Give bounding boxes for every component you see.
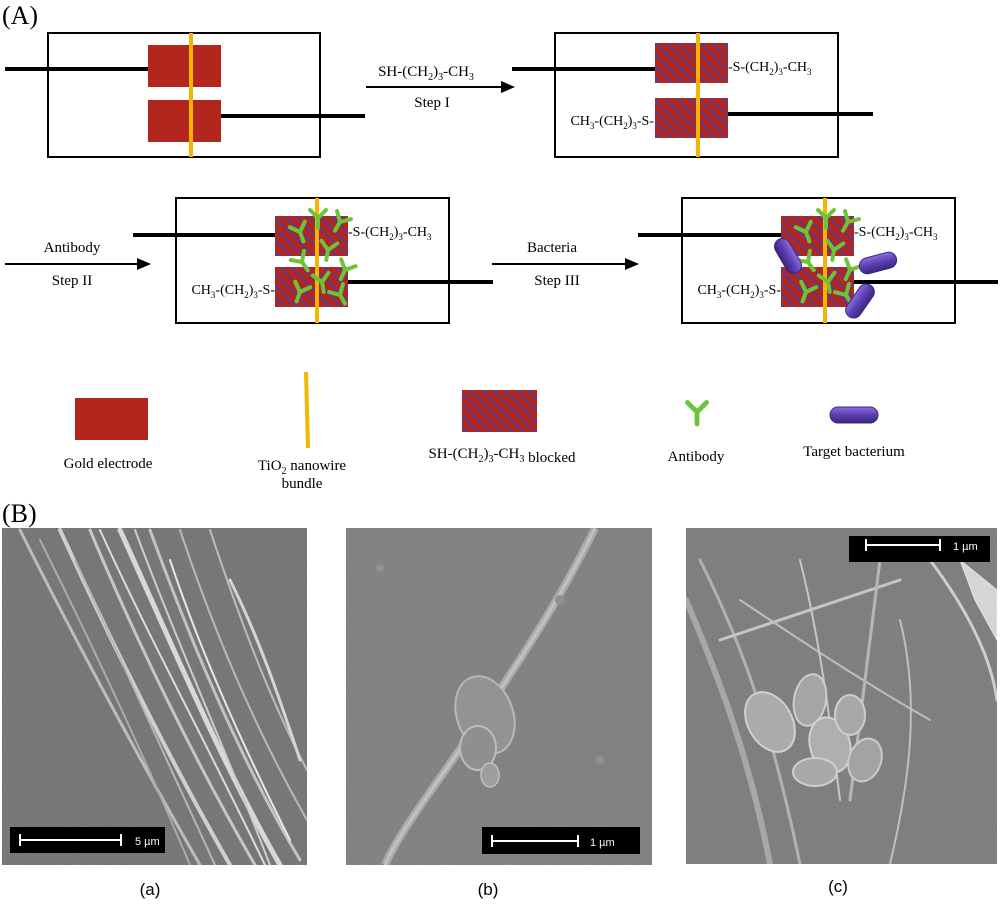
legend-blocked-label: SH-(CH2)3-CH3 blocked	[428, 446, 576, 466]
step-3-name: Step III	[534, 273, 579, 289]
stage-2-device: -S-(CH2)3-CH3 CH3-(CH2)3-S-	[512, 32, 873, 158]
legend-nanowire-label-line1: TiO2 nanowire	[258, 458, 347, 477]
step-3-reagent: Bacteria	[527, 240, 577, 256]
legend: Gold electrode TiO2 nanowire bundle SH-(…	[64, 371, 905, 492]
legend-antibody-swatch	[687, 402, 706, 424]
caption-c: (c)	[828, 877, 848, 896]
sem-image-a: 5 µm	[2, 528, 307, 865]
blocked-electrode-bottom	[655, 98, 728, 138]
step-1-reagent-label: SH-(CH2)3-CH3	[378, 64, 474, 83]
legend-antibody-label: Antibody	[668, 449, 725, 465]
stage-3-device: -S-(CH2)3-CH3 CH3-(CH2)3-S-	[133, 197, 493, 324]
blocked-electrode-top	[275, 216, 348, 256]
legend-blocked-swatch	[462, 390, 537, 432]
legend-nanowire-swatch	[304, 371, 310, 449]
legend-gold-electrode-label: Gold electrode	[64, 456, 153, 472]
sem-image-c: 1 µm	[686, 528, 997, 864]
blocked-electrode-top	[655, 43, 728, 83]
scale-bar-c-label: 1 µm	[953, 541, 978, 553]
caption-b: (b)	[478, 880, 499, 899]
step-2-arrow: Antibody Step II	[5, 240, 151, 289]
legend-bacterium-swatch	[829, 406, 879, 424]
step-2-name: Step II	[52, 273, 92, 289]
step-3-arrow: Bacteria Step III	[492, 240, 639, 289]
scale-bar-a-label: 5 µm	[135, 836, 160, 848]
panel-a-label: (A)	[2, 1, 38, 30]
stage-1-device	[5, 32, 365, 158]
scale-bar-b-label: 1 µm	[590, 837, 615, 849]
thiol-label-left: CH3-(CH2)3-S-	[570, 114, 654, 131]
step-1-name: Step I	[414, 95, 449, 111]
device-frame	[47, 32, 321, 158]
panel-b-label: (B)	[2, 499, 37, 528]
gold-electrode-top	[148, 45, 221, 87]
sem-image-b: 1 µm	[346, 528, 652, 865]
device-frame	[175, 197, 450, 324]
legend-gold-electrode-swatch	[75, 398, 148, 440]
thiol-label-right: -S-(CH2)3-CH3	[728, 60, 812, 77]
thiol-label-right: -S-(CH2)3-CH3	[854, 225, 938, 242]
legend-bacterium-label: Target bacterium	[803, 444, 905, 460]
thiol-label-right: -S-(CH2)3-CH3	[348, 225, 432, 242]
thiol-label-left: CH3-(CH2)3-S-	[697, 283, 781, 300]
legend-nanowire-label-line2: bundle	[282, 476, 323, 492]
step-2-reagent: Antibody	[44, 240, 101, 256]
thiol-label-left: CH3-(CH2)3-S-	[191, 283, 275, 300]
device-frame	[681, 197, 956, 324]
stage-4-device: -S-(CH2)3-CH3 CH3-(CH2)3-S-	[638, 197, 998, 324]
gold-electrode-bottom	[148, 100, 221, 142]
caption-a: (a)	[140, 880, 161, 899]
step-1-arrow: SH-(CH2)3-CH3 Step I	[366, 64, 515, 111]
